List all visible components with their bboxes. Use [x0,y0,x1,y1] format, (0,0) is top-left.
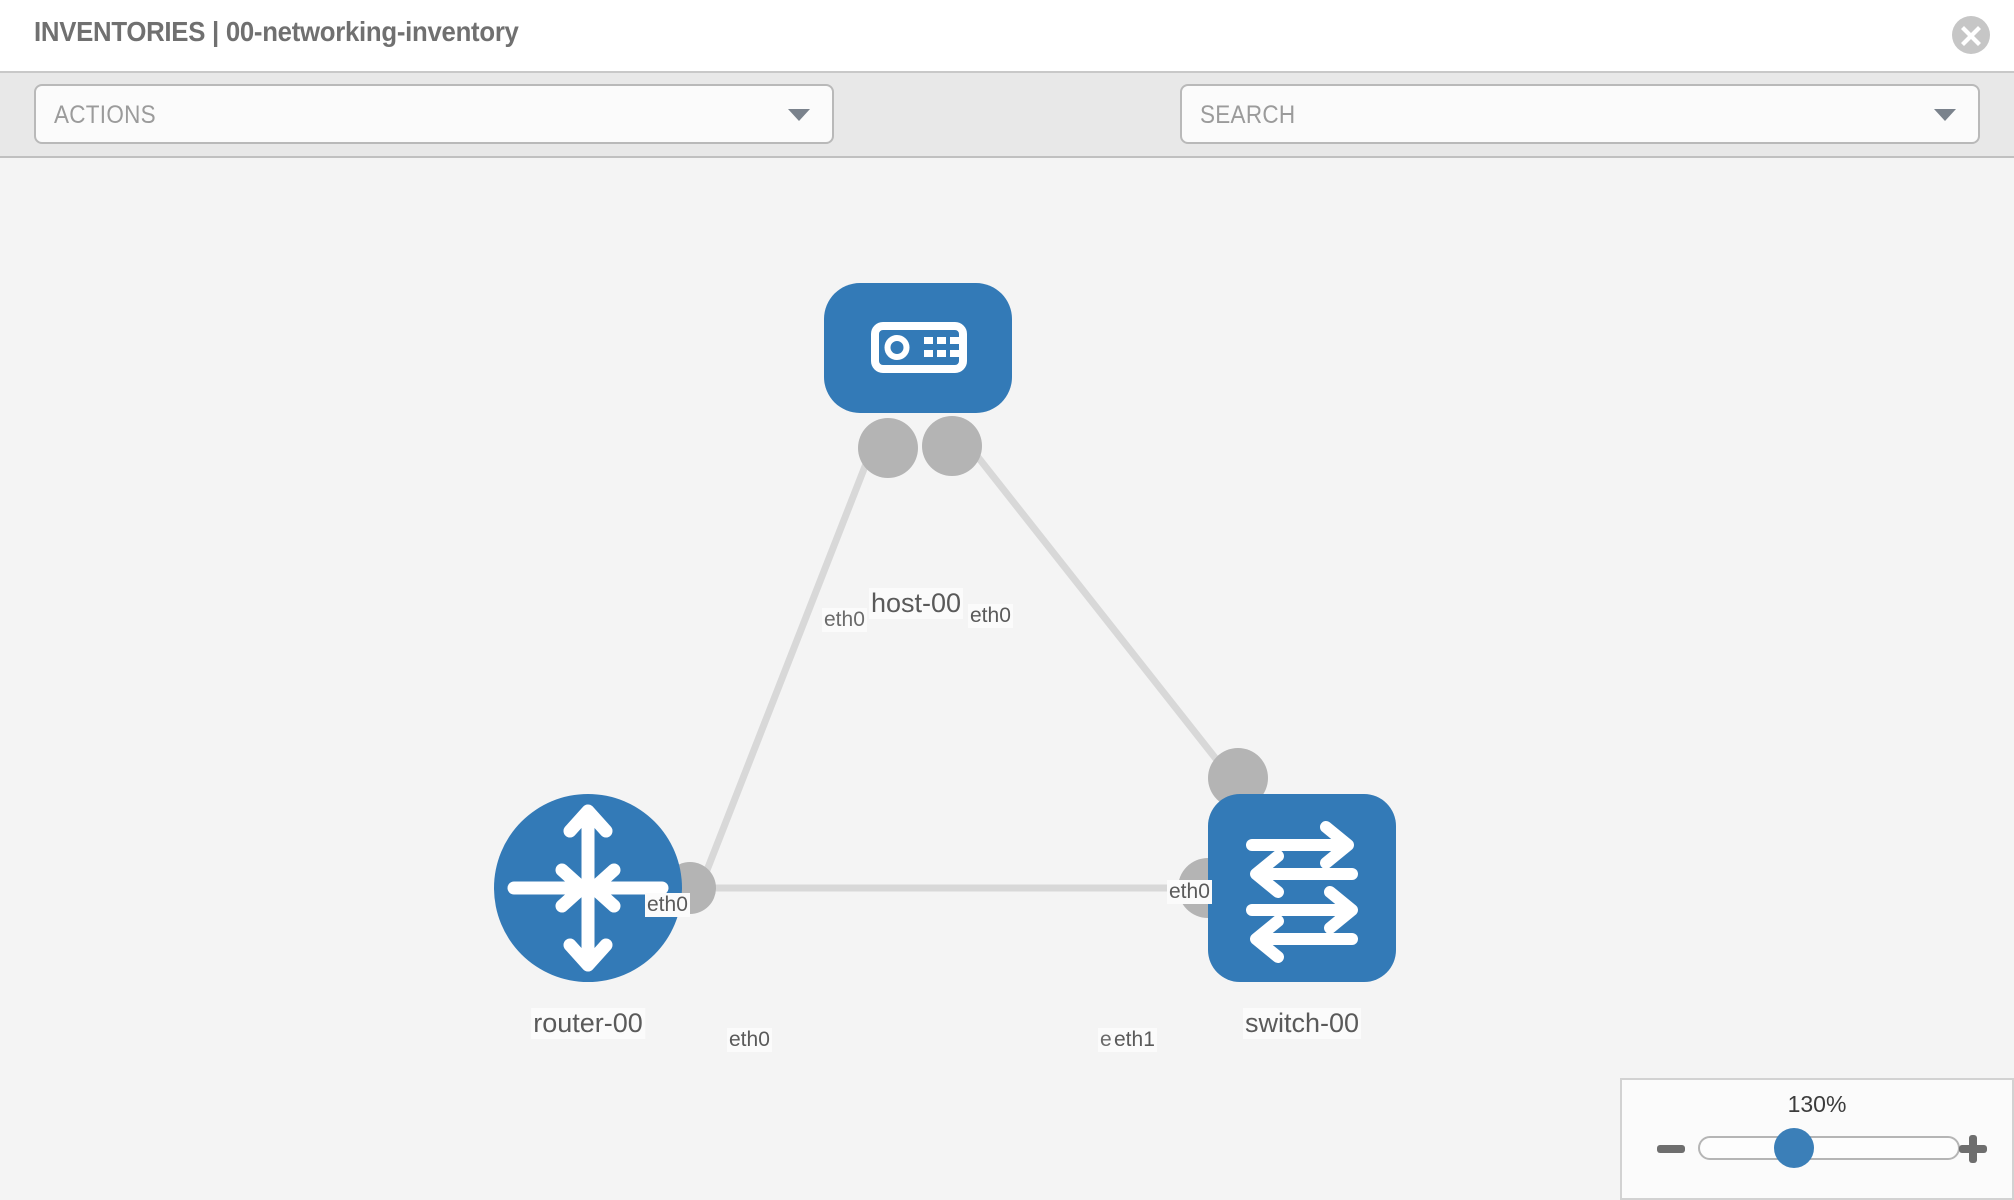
plus-icon [1959,1135,1987,1163]
edge-host-switch[interactable] [952,425,1238,786]
search-placeholder: SEARCH [1200,101,1296,129]
iface-dot-host-left[interactable] [858,418,918,478]
close-icon [1961,26,1981,46]
iface-label-router-right: eth0 [727,1028,772,1052]
switch-arrows-icon [1246,821,1358,963]
edge-host-router[interactable] [696,426,884,890]
zoom-slider-thumb[interactable] [1774,1128,1814,1168]
node-router-00[interactable] [494,794,682,982]
zoom-percent-label: 130% [1787,1091,1847,1117]
server-icon [871,322,967,373]
actions-dropdown[interactable]: ACTIONS [34,84,834,144]
chevron-down-icon [788,109,810,121]
topology-interface-dots [664,416,1268,918]
zoom-slider-track[interactable] [1698,1136,1960,1160]
iface-label-host-right: eth0 [968,604,1013,628]
iface-label-host-left: eth0 [822,608,867,632]
actions-dropdown-label: ACTIONS [54,101,156,129]
search-input[interactable]: SEARCH [1180,84,1980,144]
toolbar: ACTIONS SEARCH [0,73,2014,201]
page-header: INVENTORIES | 00-networking-inventory [0,0,2014,73]
topology-canvas[interactable]: host-00 router-00 switch-00 eth0 eth0 et… [0,158,2014,1200]
close-button[interactable] [1952,16,1990,54]
node-label-host-00: host-00 [868,588,964,619]
chevron-down-icon [1934,109,1956,121]
iface-label-router-up: eth0 [645,893,690,917]
node-label-router-00: router-00 [531,1008,645,1039]
iface-label-switch-up: eth0 [1167,880,1212,904]
router-arrows-icon [507,804,669,972]
iface-label-switch-left: eth1 [1112,1028,1157,1052]
minus-icon [1657,1145,1685,1153]
node-host-00[interactable] [824,283,1012,413]
iface-dot-host-right[interactable] [922,416,982,476]
node-label-switch-00: switch-00 [1242,1008,1362,1039]
topology-edges [696,425,1238,892]
node-switch-00[interactable] [1208,794,1396,982]
zoom-control-panel: 130% [1620,1078,2014,1200]
topology-graph [494,283,1396,982]
zoom-out-button[interactable] [1654,1132,1688,1171]
page-title: INVENTORIES | 00-networking-inventory [34,16,519,47]
zoom-in-button[interactable] [1956,1132,1990,1171]
iface-dot-switch-top[interactable] [1208,748,1268,808]
